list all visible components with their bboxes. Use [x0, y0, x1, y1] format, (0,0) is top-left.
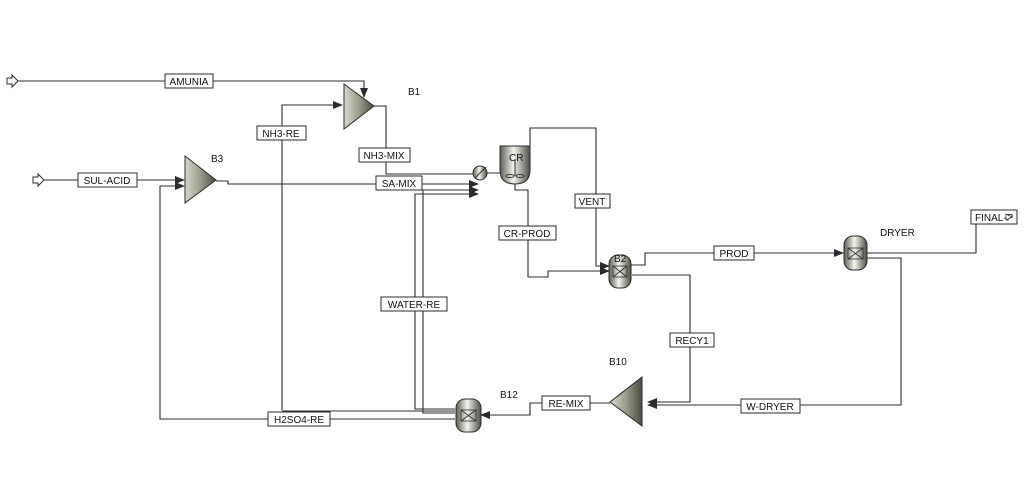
stream-line-amunia[interactable]	[18, 80, 368, 98]
stream-line-nh3-re[interactable]	[281, 101, 343, 410]
stream-label-cr-prod[interactable]: CR-PROD	[498, 225, 557, 241]
stream-label-sul-acid[interactable]: SUL-ACID	[77, 172, 138, 188]
feed-arrow-sul-acid[interactable]	[32, 172, 45, 188]
stream-line-sa-mix[interactable]	[216, 180, 479, 188]
block-label-b1: B1	[408, 87, 421, 98]
block-label-dryer: DRYER	[880, 228, 915, 239]
stream-text-w-dryer: W-DRYER	[746, 402, 793, 413]
stream-line-w-dryer[interactable]	[647, 257, 902, 409]
block-dryer-drum[interactable]	[843, 235, 868, 271]
stream-label-w-dryer[interactable]: W-DRYER	[740, 398, 801, 414]
block-label-b12: B12	[500, 390, 518, 401]
stream-label-re-mix[interactable]: RE-MIX	[541, 395, 591, 411]
stream-label-final-p[interactable]: FINAL-P	[970, 209, 1018, 225]
block-b1-triangle[interactable]	[343, 83, 375, 131]
block-b2-drum[interactable]	[608, 254, 632, 289]
feed-arrow-amunia[interactable]	[6, 73, 19, 89]
block-label-b10: B10	[609, 357, 627, 368]
stream-line-vent[interactable]	[529, 127, 610, 270]
stream-text-recy1: RECY1	[675, 336, 709, 347]
block-b10-triangle[interactable]	[609, 375, 643, 427]
block-b12-drum[interactable]	[455, 398, 482, 433]
stream-text-cr-prod: CR-PROD	[504, 229, 551, 240]
block-label-b2: B2	[614, 254, 627, 265]
stream-text-nh3-re: NH3-RE	[262, 129, 300, 140]
mixer-valve-icon[interactable]	[472, 165, 488, 181]
stream-text-vent: VENT	[579, 197, 606, 208]
stream-label-amunia[interactable]: AMUNIA	[164, 73, 214, 89]
stream-label-h2so4-re[interactable]: H2SO4-RE	[267, 411, 331, 427]
stream-text-re-mix: RE-MIX	[549, 399, 584, 410]
stream-text-sul-acid: SUL-ACID	[84, 176, 131, 187]
stream-text-nh3-mix: NH3-MIX	[363, 151, 404, 162]
block-b3-triangle[interactable]	[184, 154, 217, 204]
stream-label-sa-mix[interactable]: SA-MIX	[375, 175, 423, 191]
stream-text-prod: PROD	[720, 249, 749, 260]
stream-label-nh3-re[interactable]: NH3-RE	[256, 125, 307, 141]
block-label-b3: B3	[211, 154, 224, 165]
stream-label-nh3-mix[interactable]: NH3-MIX	[358, 147, 411, 163]
stream-line-nh3-mix[interactable]	[374, 105, 476, 175]
stream-text-water-re: WATER-RE	[388, 300, 441, 311]
stream-label-recy1[interactable]: RECY1	[669, 332, 715, 348]
block-cr-reactor[interactable]	[499, 145, 531, 185]
stream-text-amunia: AMUNIA	[170, 77, 209, 88]
stream-text-h2so4-re: H2SO4-RE	[274, 415, 324, 426]
stream-text-sa-mix: SA-MIX	[382, 179, 417, 190]
stream-text-final-p: FINAL-P	[975, 213, 1014, 224]
stream-line-cr-prod[interactable]	[514, 184, 610, 278]
block-label-cr: CR	[509, 153, 523, 164]
stream-label-water-re[interactable]: WATER-RE	[380, 296, 448, 312]
stream-label-prod[interactable]: PROD	[713, 245, 755, 261]
stream-label-vent[interactable]: VENT	[574, 193, 611, 209]
